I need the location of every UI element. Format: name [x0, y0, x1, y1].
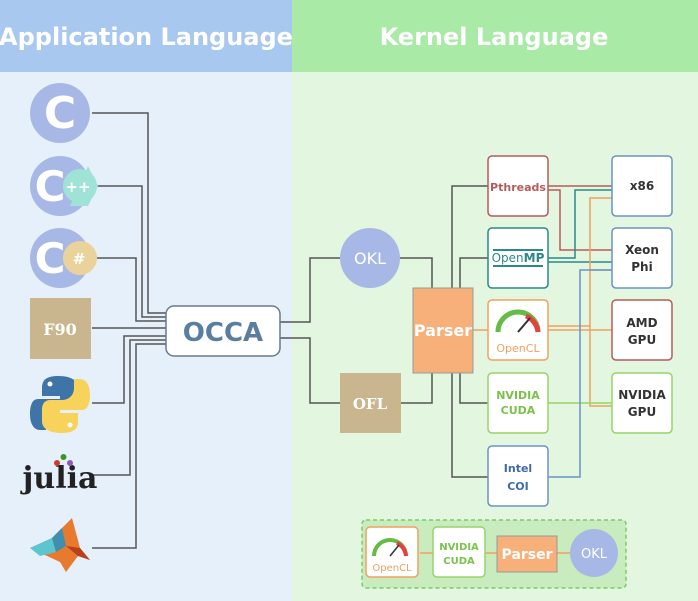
svg-text:OKL: OKL — [581, 547, 608, 562]
svg-text:F90: F90 — [43, 320, 77, 339]
svg-text:C: C — [35, 234, 66, 283]
occa-to-kernel-connectors — [280, 257, 433, 404]
x86-device-box: x86 — [611, 155, 673, 217]
amd-gpu-device-box: AMD GPU — [611, 299, 673, 361]
coi-device-lines — [548, 269, 612, 478]
svg-text:Parser: Parser — [502, 547, 553, 563]
svg-text:AMD: AMD — [626, 316, 657, 330]
svg-text:C: C — [35, 162, 66, 211]
julia-logo: julia — [20, 454, 98, 496]
python-logo — [30, 376, 90, 433]
svg-text:CUDA: CUDA — [443, 556, 475, 567]
kernel-language-header: Kernel Language — [380, 23, 609, 51]
svg-text:GPU: GPU — [628, 333, 656, 347]
svg-text:Pthreads: Pthreads — [490, 181, 546, 194]
svg-text:x86: x86 — [630, 179, 654, 193]
okl-circle: OKL — [340, 228, 400, 288]
svg-text:COI: COI — [507, 480, 529, 493]
svg-text:OCCA: OCCA — [183, 318, 263, 348]
app-to-occa-connectors — [92, 112, 168, 549]
f90-logo: F90 — [30, 298, 91, 359]
intel-coi-box: Intel COI — [487, 445, 549, 507]
svg-text:Xeon: Xeon — [625, 243, 659, 257]
nvidia-gpu-device-box: NVIDIA GPU — [611, 372, 673, 434]
occa-box: OCCA — [165, 305, 281, 357]
cpp-logo: C ++ — [30, 156, 98, 216]
svg-text:C: C — [44, 88, 76, 139]
application-header-bar — [0, 0, 292, 72]
svg-text:NVIDIA: NVIDIA — [496, 389, 540, 402]
opencl-box: OpenCL — [487, 299, 549, 361]
svg-text:OFL: OFL — [353, 395, 388, 413]
pipeline-cuda-box: NVIDIA CUDA — [432, 526, 486, 578]
svg-text:OpenMP: OpenMP — [492, 251, 545, 265]
svg-text:GPU: GPU — [628, 405, 656, 419]
svg-text:Phi: Phi — [631, 260, 652, 274]
svg-text:Intel: Intel — [504, 462, 532, 475]
parser-to-backend-connectors — [451, 185, 488, 478]
pipeline-panel: OpenCL NVIDIA CUDA Parser OKL — [361, 519, 627, 589]
parser-box: Parser — [412, 287, 474, 374]
svg-text:#: # — [73, 250, 86, 268]
openmp-box: OpenMP — [487, 227, 549, 289]
pthreads-box: Pthreads — [487, 155, 549, 217]
csharp-logo: C # — [30, 228, 97, 288]
ofl-box: OFL — [340, 373, 401, 433]
openmp-device-lines — [548, 189, 612, 263]
svg-text:CUDA: CUDA — [501, 404, 536, 417]
svg-text:NVIDIA: NVIDIA — [439, 542, 479, 553]
xeon-phi-device-box: Xeon Phi — [611, 227, 673, 289]
svg-text:NVIDIA: NVIDIA — [618, 388, 666, 402]
svg-text:Parser: Parser — [414, 321, 472, 340]
svg-text:OKL: OKL — [354, 249, 386, 268]
pipeline-parser-box: Parser — [496, 535, 558, 573]
c-logo: C — [30, 83, 90, 143]
cuda-box: NVIDIA CUDA — [487, 372, 549, 434]
svg-text:julia: julia — [20, 461, 98, 496]
svg-text:++: ++ — [65, 178, 90, 196]
matlab-logo — [30, 518, 90, 572]
svg-text:OpenCL: OpenCL — [496, 342, 540, 355]
pipeline-okl-circle: OKL — [570, 529, 618, 577]
kernel-header-bar — [292, 0, 698, 72]
svg-text:OpenCL: OpenCL — [372, 563, 412, 574]
application-language-header: Application Language — [0, 23, 293, 51]
pipeline-opencl-box: OpenCL — [365, 526, 419, 578]
pthreads-device-lines — [548, 185, 612, 251]
